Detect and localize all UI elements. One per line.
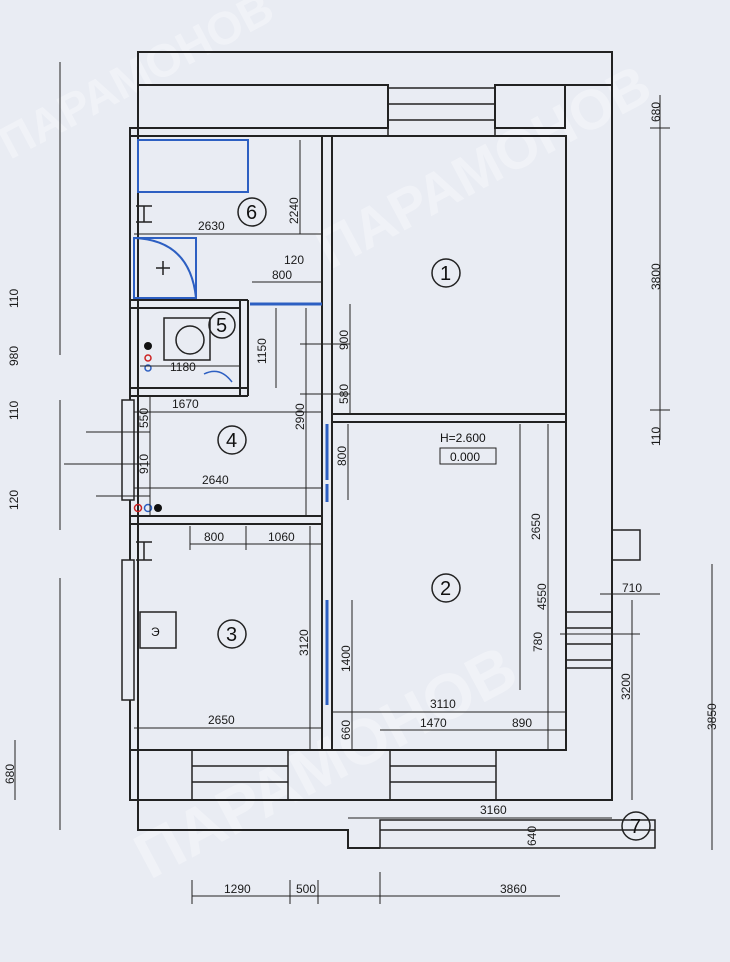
window-bottom-right [389, 749, 497, 801]
room-6-number: 6 [246, 202, 257, 224]
dim-1470: 1470 [420, 716, 447, 730]
dim-1060: 1060 [268, 530, 295, 544]
room-4-number: 4 [226, 430, 237, 452]
stove-icon [139, 611, 177, 649]
dim-2900: 2900 [293, 403, 307, 430]
dim-3850: 3850 [705, 703, 719, 730]
dim-660: 660 [339, 720, 353, 740]
room-7-number: 7 [630, 816, 641, 838]
dim-110-right: 110 [649, 427, 663, 446]
dim-800-c: 800 [204, 530, 224, 544]
dim-110-left-1: 110 [7, 289, 21, 308]
dim-500: 500 [296, 882, 316, 896]
dim-800-a: 800 [272, 268, 292, 282]
room-3-marker: 3 [217, 619, 247, 649]
stove-symbol: Э [151, 625, 160, 639]
dimension-lines [14, 62, 713, 904]
water-meter-icons [144, 342, 152, 372]
balcony [379, 819, 656, 849]
dim-710: 710 [622, 581, 642, 595]
dim-3110: 3110 [430, 697, 456, 711]
left-window-openings [121, 399, 135, 701]
door-swing-5 [203, 370, 233, 383]
dim-890: 890 [512, 716, 532, 730]
kitchen-sink-icon [136, 541, 152, 561]
dim-3200: 3200 [619, 673, 633, 700]
bathtub [137, 139, 249, 193]
dim-4550: 4550 [535, 583, 549, 610]
utility-meters-icon [133, 503, 162, 513]
room-5-number: 5 [216, 315, 227, 337]
dim-2240: 2240 [287, 197, 301, 224]
interior-walls [130, 136, 566, 750]
dim-3800: 3800 [649, 263, 663, 290]
room-6-marker: 6 [237, 197, 267, 227]
room-1-number: 1 [440, 263, 451, 285]
dim-110-left-2: 110 [7, 401, 21, 420]
dim-2630: 2630 [198, 219, 225, 233]
dim-120-a: 120 [284, 253, 304, 267]
dim-980: 980 [7, 346, 21, 366]
drain-icon [156, 261, 170, 275]
room-5-marker: 5 [208, 311, 236, 339]
height-mark: H=2.600 [440, 431, 486, 445]
side-porch [565, 529, 641, 669]
window-bottom-left [191, 749, 289, 801]
toilet-icon [163, 317, 211, 361]
washbasin-icon [136, 205, 152, 223]
dim-680-top: 680 [649, 102, 663, 122]
dim-3120: 3120 [297, 629, 311, 656]
dim-1180: 1180 [170, 360, 196, 374]
dim-580: 580 [337, 384, 351, 404]
dim-640: 640 [525, 826, 539, 846]
dim-680-left: 680 [3, 764, 17, 784]
dim-780: 780 [531, 632, 545, 652]
dim-1670: 1670 [172, 397, 199, 411]
room-2-marker: 2 [431, 573, 461, 603]
dim-2640: 2640 [202, 473, 229, 487]
dim-120-left: 120 [7, 490, 21, 510]
dim-800-b: 800 [335, 446, 349, 466]
room-4-marker: 4 [217, 425, 247, 455]
dim-3860: 3860 [500, 882, 527, 896]
level-mark-box [439, 447, 497, 465]
dim-3160: 3160 [480, 803, 507, 817]
dim-550: 550 [137, 408, 151, 428]
door-openings [250, 302, 329, 705]
room-3-number: 3 [226, 624, 237, 646]
dim-2650-v: 2650 [529, 513, 543, 540]
dim-900: 900 [337, 330, 351, 350]
dim-1400: 1400 [339, 645, 353, 672]
shower-tray [133, 237, 197, 299]
room-2-number: 2 [440, 578, 451, 600]
dim-1150: 1150 [255, 338, 269, 364]
window-top [387, 87, 496, 137]
dim-2650-h: 2650 [208, 713, 235, 727]
dim-910: 910 [137, 454, 151, 474]
dim-1290: 1290 [224, 882, 251, 896]
level-mark: 0.000 [450, 450, 480, 464]
room-7-marker: 7 [621, 811, 651, 841]
room-1-marker: 1 [431, 258, 461, 288]
